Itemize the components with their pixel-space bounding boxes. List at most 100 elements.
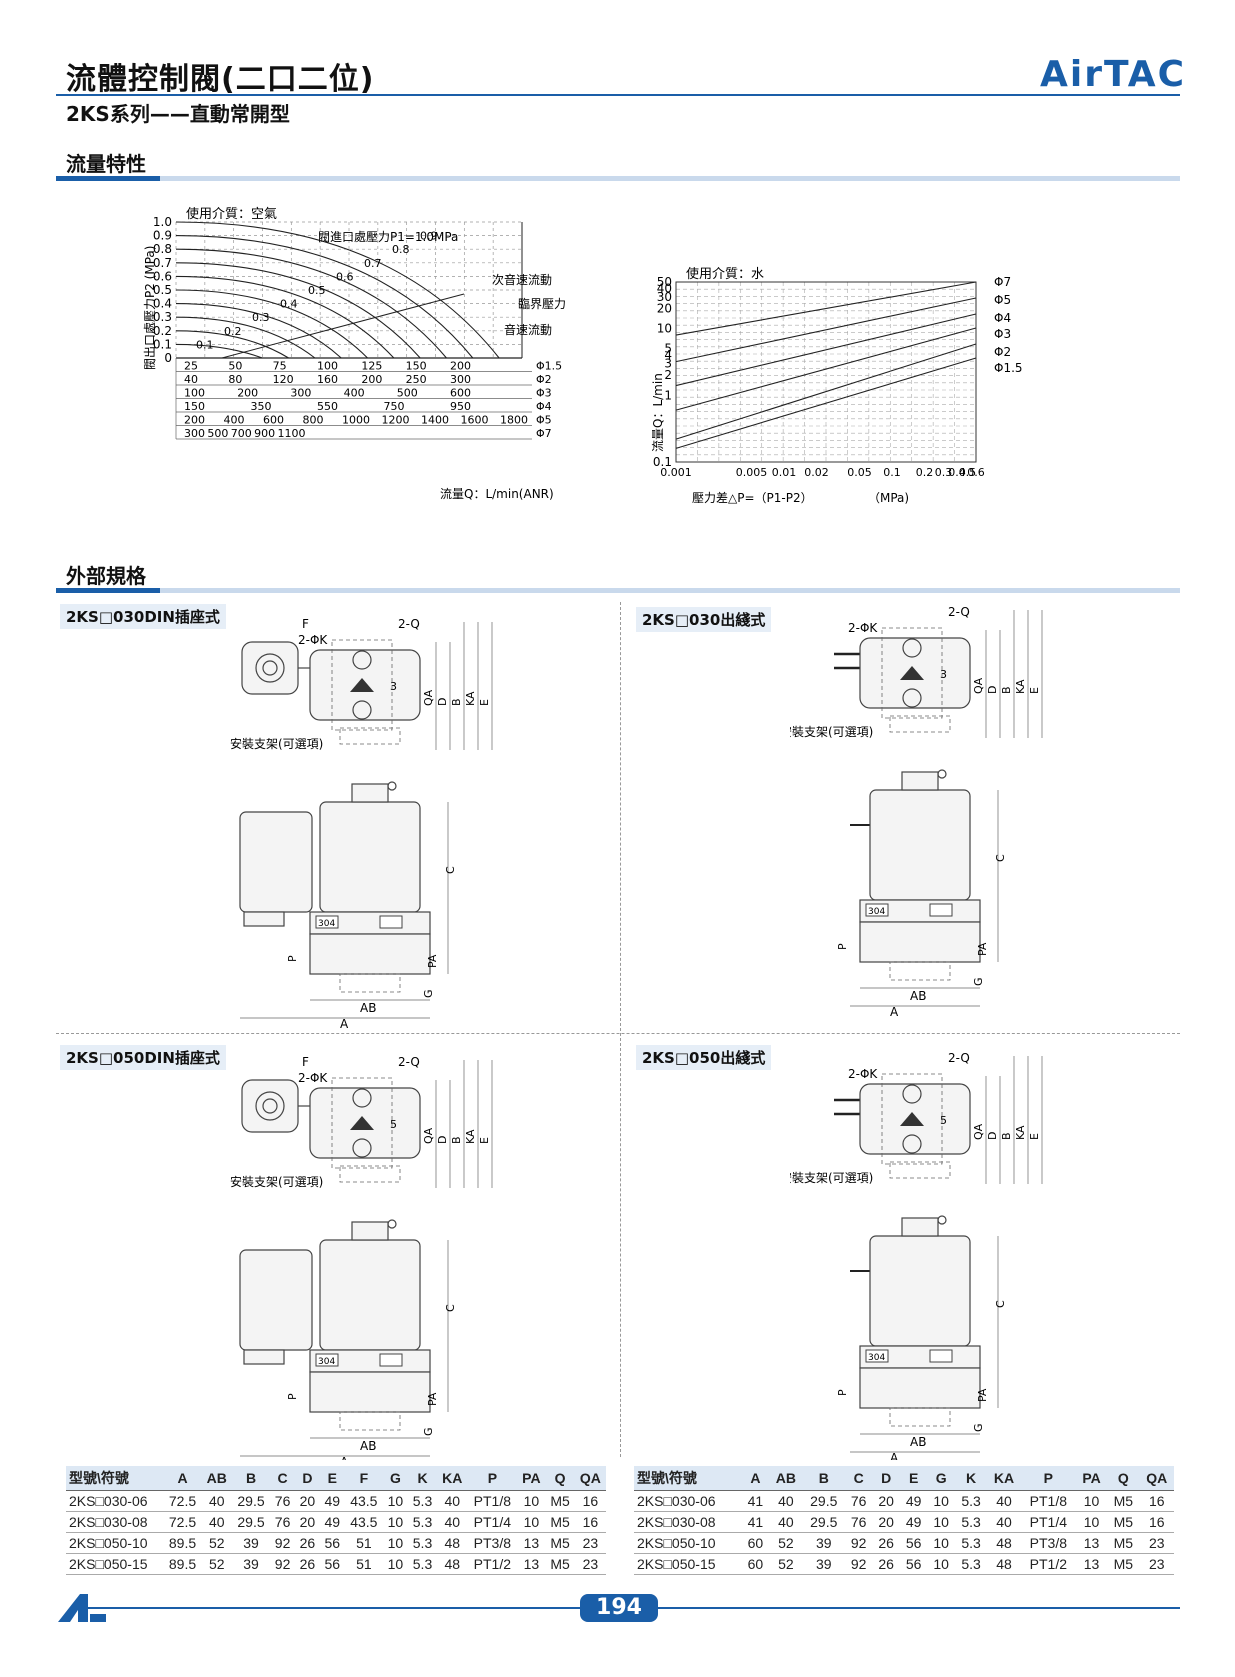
port-icon [352,1138,372,1158]
dim-K: 2-ΦK [848,621,878,635]
spec-wire-cell: 2KS□050-10 [634,1532,742,1554]
spec-din-cell: 5.3 [407,1511,438,1533]
water-ytick: 0.1 [653,455,672,469]
water-xtick: 0.005 [736,466,768,479]
air-curve [175,330,289,359]
spec-din-cell: 48 [437,1532,468,1554]
water-xtick: 0.01 [772,466,797,479]
water-ytick: 10 [657,322,672,336]
air-curve-label: 0.7 [364,257,382,270]
panel-label-050wire: 2KS□050出綫式 [636,1045,772,1070]
water-ytick: 4 [664,348,672,362]
spec-din-header-cell: C [270,1466,296,1491]
spec-din-cell: M5 [545,1511,575,1533]
dim-b: B [1000,686,1013,694]
air-row-tick: 300 [184,427,205,440]
coil-body [869,789,971,901]
spec-din-cell: 5.3 [407,1553,438,1575]
spec-din-header-cell: A [163,1466,202,1491]
water-ytick: 1 [664,388,672,402]
dim-b: B [450,698,463,706]
section-title-spec: 外部規格 [66,564,146,588]
air-curve-labels: 0.10.20.30.40.50.60.70.80.9 [196,230,438,352]
dim-qa: QA [422,1127,435,1144]
spec-din-cell: 43.5 [344,1490,383,1512]
spec-din-cell: 43.5 [344,1511,383,1533]
dim-p: P [836,943,849,950]
coil-cap [901,1217,939,1237]
dim-Q: 2-Q [398,1055,420,1069]
air-row-tick: 700 [231,427,252,440]
spec-din-cell: 92 [270,1553,296,1575]
water-frame [675,281,977,463]
spec-wire-cell: 76 [844,1490,873,1512]
coil-body [319,1239,421,1351]
dim-K: 2-ΦK [848,1067,878,1081]
port-body [859,1367,981,1409]
dim-pa: PA [426,954,439,968]
spec-din-cell: 40 [201,1490,232,1512]
spec-wire-cell: PT1/4 [1020,1511,1076,1533]
spec-din-cell: 89.5 [163,1553,202,1575]
dim-g: G [972,977,985,986]
spec-din-cell: PT1/2 [467,1553,518,1575]
dim-d: D [986,686,999,694]
spec-wire-cell: 5.3 [954,1553,988,1575]
spec-din-header-cell: E [319,1466,345,1491]
spec-din-cell: 10 [383,1511,408,1533]
nut-icon [937,1215,947,1225]
air-row-tick: 400 [224,414,245,427]
water-line-label: Φ4 [994,311,1011,325]
spec-wire-header-cell: B [802,1466,845,1491]
spec-wire-cell: 23 [1139,1532,1174,1554]
dim-K: 2-ΦK [298,633,328,647]
air-row-tick: 600 [263,414,284,427]
air-row-tick: 200 [361,373,382,386]
spec-wire-cell: 49 [899,1490,928,1512]
spec-wire-cell: PT1/8 [1020,1490,1076,1512]
air-row-tick: 200 [237,387,258,400]
spec-wire-cell: 23 [1139,1553,1174,1575]
spec-din-cell: 2KS□030-06 [66,1490,164,1512]
spec-wire-cell: 40 [769,1490,803,1512]
air-yticks: 1.00.90.80.70.60.50.40.30.20.10 [153,215,172,365]
spec-wire-cell: 26 [872,1553,900,1575]
spec-wire-cell: 16 [1139,1490,1174,1512]
bracket-label: 安裝支架(可選項) [230,736,323,751]
air-flow-chart: 使用介質：空氣 閥出口處壓力P2 (MPa) 1.00.90.80.70.60.… [143,206,566,501]
page-subtitle: 2KS系列——直動常開型 [66,102,290,126]
spec-wire-cell: 13 [1075,1553,1108,1575]
dim-Q: 2-Q [948,605,970,619]
spec-din-cell: 39 [231,1532,271,1554]
spec-din-cell: 40 [437,1490,468,1512]
air-ytick: 0.7 [153,256,172,270]
material-tag [315,915,339,929]
air-row-tick: 900 [254,427,275,440]
water-line [675,281,977,336]
air-ytick: 0.1 [153,337,172,351]
spec-wire-cell: 2KS□030-06 [634,1490,742,1512]
mount-outline [339,973,401,993]
air-row-tick: 950 [450,400,471,413]
spec-din-cell: 26 [295,1553,320,1575]
dim-d: D [436,698,449,706]
spec-din-cell: 23 [574,1553,606,1575]
dim-d: D [436,1136,449,1144]
air-row-phi: Φ3 [536,387,552,400]
dim-ab: AB [910,989,926,1003]
air-curve [175,275,395,359]
air-curve [175,235,474,359]
air-curve [175,316,316,359]
spec-wire-cell: 2KS□030-08 [634,1511,742,1533]
spec-wire-cell: 48 [987,1553,1021,1575]
spec-din-cell: 26 [295,1532,320,1554]
din-connector [239,811,313,913]
spec-wire-cell: 10 [927,1511,955,1533]
water-xtick: 0.6 [967,466,985,479]
air-row-phi: Φ1.5 [536,360,562,373]
air-row-tick: 250 [406,373,427,386]
spec-wire-cell: 5.3 [954,1532,988,1554]
